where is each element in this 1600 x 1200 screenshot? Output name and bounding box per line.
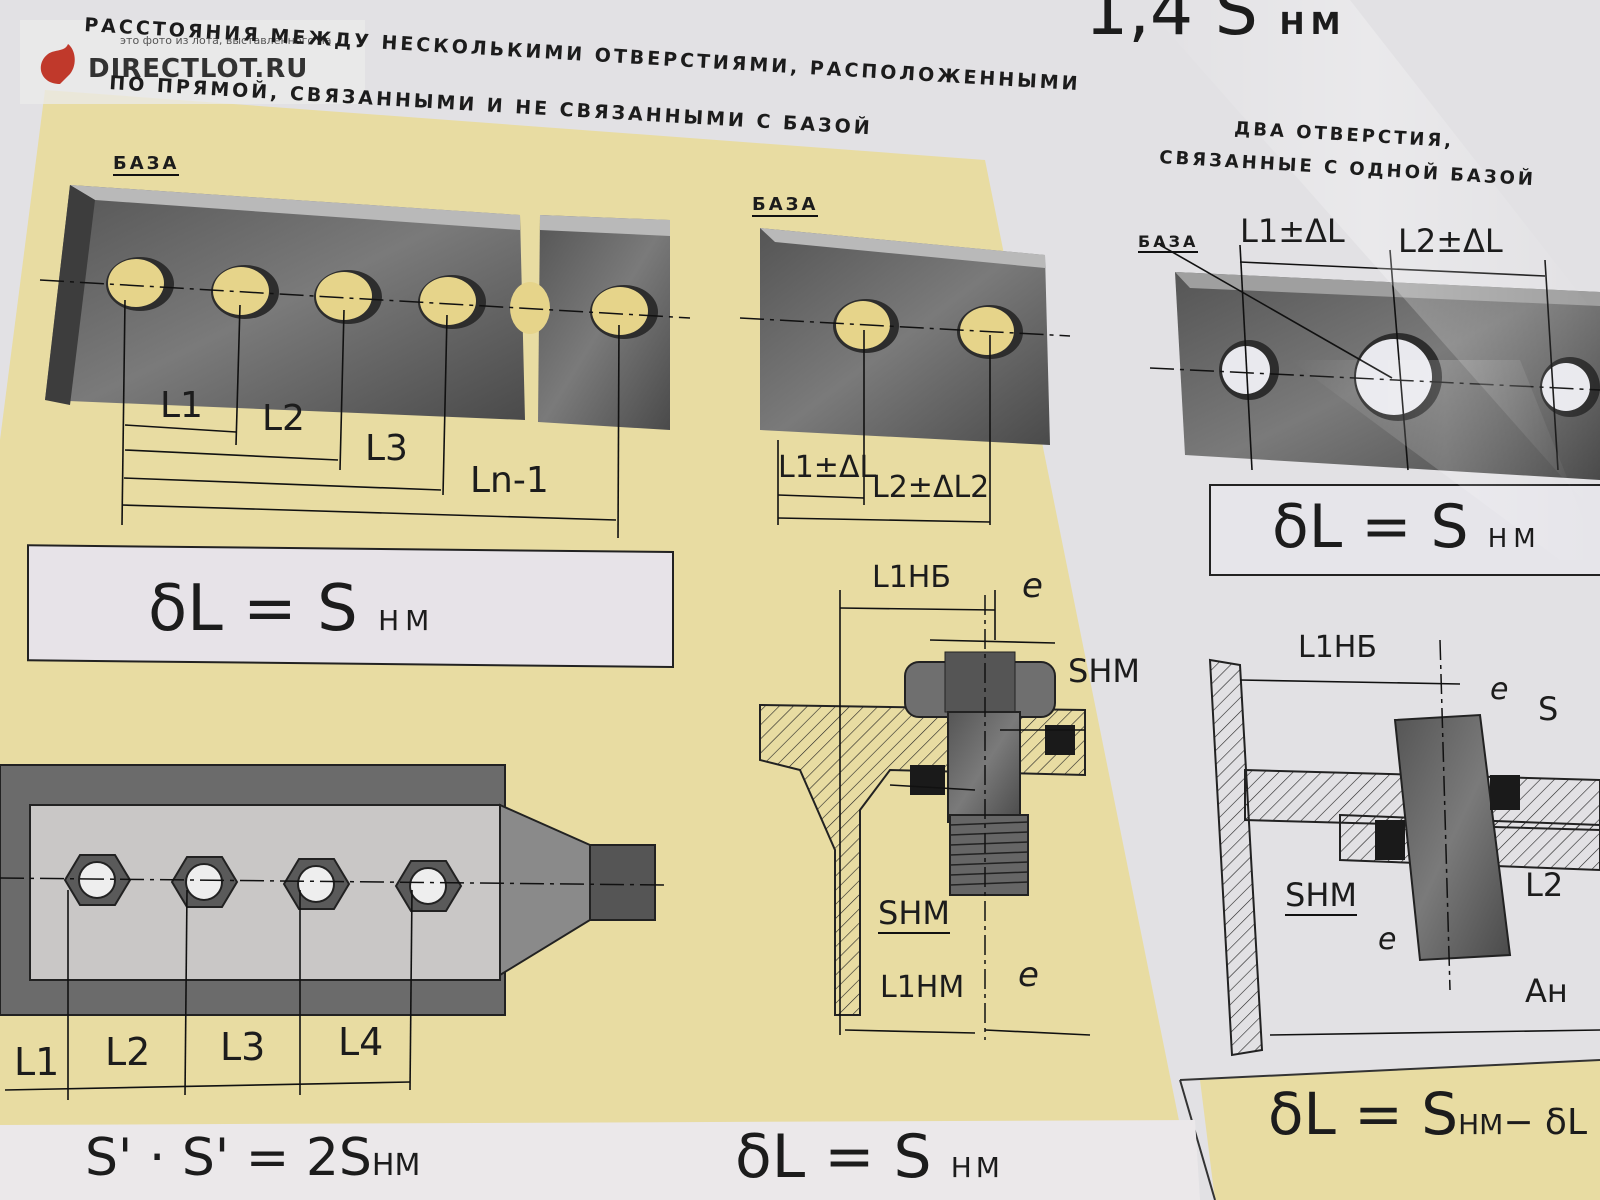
formula-right: δL = S НМ [1272,492,1542,562]
label-pin-AN: Ан [1525,972,1568,1010]
pin-joint [1208,639,1600,1057]
plate-middle [760,228,1050,445]
label-e-top: e [1022,566,1043,606]
label-baza-middle: БАЗА [752,194,819,217]
dims-left [121,299,620,539]
watermark-brand: DIRECTLOT.RU [88,54,309,84]
top-formula: 1,4 S НМ [1085,0,1347,51]
label-e-bottom: e [1018,955,1039,995]
watermark: это фото из лота, выставленного на DIREC… [20,20,365,104]
label-right-L2-dL: L2±ΔL [1398,222,1503,260]
label-L3: L3 [365,428,408,469]
label-baza-right: БАЗА [1138,232,1199,253]
formula-bottom-right: δL = SНМ− δL [1268,1080,1588,1148]
label-right-L1-dL: L1±ΔL [1240,212,1345,250]
label-bp-L2: L2 [105,1030,151,1074]
label-SNM-bottom: SНМ [878,894,950,934]
watermark-note: это фото из лота, выставленного на [120,34,332,47]
label-pin-L2: L2 [1525,866,1564,904]
label-pin-e-top: e [1490,672,1509,707]
label-pin-L1NB: L1НБ [1298,630,1377,665]
bottom-band [0,1120,1200,1200]
bolt-joint [759,590,1091,1040]
label-Ln-1: Ln-1 [470,460,549,501]
formula-bottom-middle: δL = S НМ [735,1122,1004,1192]
label-baza-left: БАЗА [113,153,180,176]
label-bp-L3: L3 [220,1025,266,1069]
label-L1: L1 [160,385,203,426]
yellow-strip [1200,1060,1600,1200]
label-L1NB: L1НБ [872,560,951,595]
label-bp-L4: L4 [338,1020,384,1064]
formula-box-left [27,544,674,669]
label-L2-dL2: L2±ΔL2 [872,470,990,505]
label-pin-SNM: SНМ [1285,876,1357,916]
bolt-plate [0,764,666,1100]
label-L2: L2 [262,398,305,439]
formula-left: δL = S НМ [148,572,436,646]
label-pin-e-bottom: e [1378,922,1397,957]
label-L1NM: L1НМ [880,970,965,1005]
label-bp-L1: L1 [14,1040,60,1084]
label-L1-dL: L1±ΔL [778,450,877,485]
plate-left-a [45,185,525,420]
label-pin-S: S [1538,690,1559,728]
formula-bottom-left: S' · S' = 2SНМ [85,1128,421,1188]
squirrel-logo-icon [40,44,75,84]
label-SNM-top: SНМ [1068,652,1140,690]
